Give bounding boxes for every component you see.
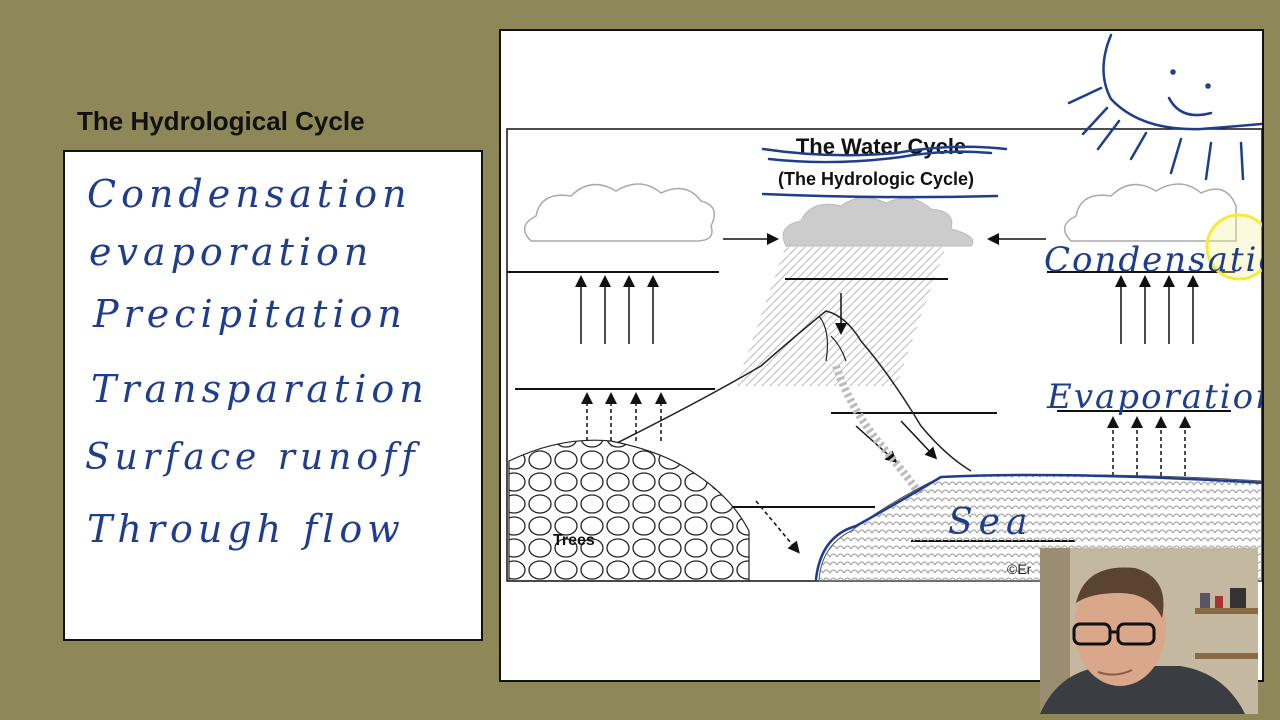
note-line-transpiration: Transparation xyxy=(91,367,429,411)
evaporation-arrows-right xyxy=(1115,275,1199,344)
annotation-evaporation: Evaporation xyxy=(1046,377,1262,417)
note-line-condensation: Condensation xyxy=(87,172,412,216)
note-line-precipitation: Precipitation xyxy=(93,292,407,336)
water-cycle-diagram: Trees ©Er The Water Cycle (The Hydrologi… xyxy=(506,33,1262,582)
sea-evaporation-arrows xyxy=(1107,416,1191,476)
diagram-frame: Trees ©Er The Water Cycle (The Hydrologi… xyxy=(499,29,1264,682)
annotation-sea: Sea xyxy=(948,502,1033,543)
note-line-evaporation: evaporation xyxy=(89,230,374,274)
slide-title: The Hydrological Cycle xyxy=(77,106,365,136)
arrow-icon xyxy=(755,500,800,554)
arrow-icon xyxy=(900,420,938,460)
cursor-highlight xyxy=(1205,213,1262,281)
trees-label: Trees xyxy=(553,532,595,549)
diagram-subtitle: (The Hydrologic Cycle) xyxy=(778,169,974,189)
notes-panel: Condensation evaporation Precipitation T… xyxy=(63,150,483,641)
cloud-icon-right xyxy=(1063,183,1237,242)
ink-annotations xyxy=(761,145,1262,581)
note-line-surface-runoff: Surface runoff xyxy=(85,437,420,478)
cloud-icon-rain xyxy=(782,197,974,247)
trees xyxy=(508,439,750,582)
webcam-video xyxy=(1040,548,1258,714)
sun-icon xyxy=(1067,33,1262,181)
mountain xyxy=(610,310,972,472)
annotation-condensation: Condensatio. xyxy=(1044,240,1262,280)
presenter-image xyxy=(1040,548,1258,714)
label-lines xyxy=(507,271,1235,542)
evaporation-arrows-left xyxy=(575,275,659,344)
copyright-text: ©Er xyxy=(1007,561,1032,577)
cloud-icon-left xyxy=(523,183,716,242)
note-line-through-flow: Through flow xyxy=(87,507,405,551)
